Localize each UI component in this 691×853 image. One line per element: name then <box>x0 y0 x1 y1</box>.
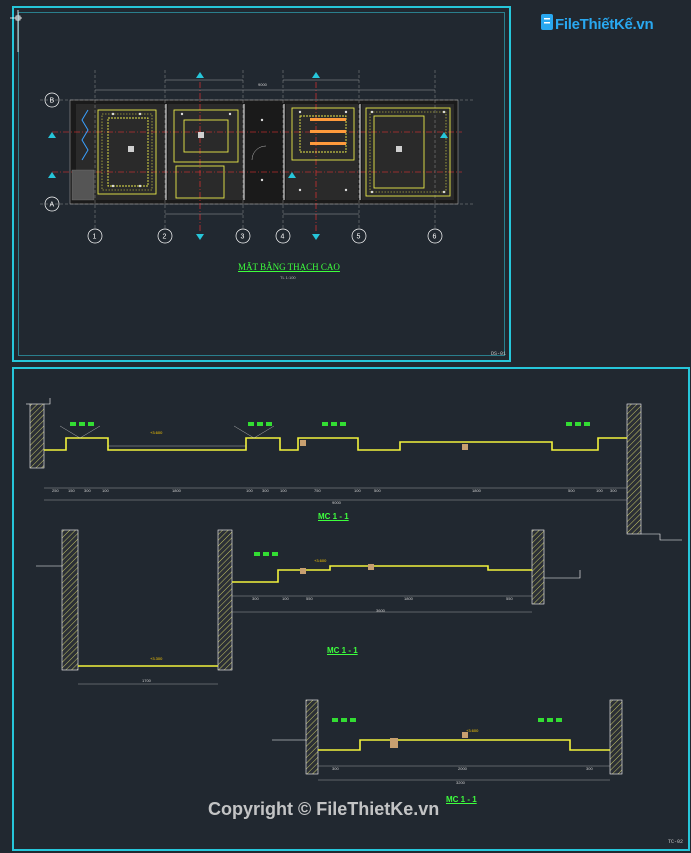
logo-icon <box>541 14 553 30</box>
section-3: +3.600 <box>272 699 623 781</box>
grid-label-b: B <box>50 98 55 105</box>
section-2: +3.300 +3.600 <box>36 529 581 685</box>
grid-label-5: 5 <box>357 234 361 241</box>
plan-scale: TL 1:100 <box>280 275 296 280</box>
dim: 100 <box>246 488 253 493</box>
grid-label-4: 4 <box>281 234 285 241</box>
dim: 1800 <box>172 488 182 493</box>
sheet-code: DS-01 <box>490 351 506 357</box>
dim: 550 <box>306 596 313 601</box>
dim: 300 <box>84 488 91 493</box>
section-2-dims: 1700 300 100 550 1800 550 3600 <box>142 596 513 683</box>
dim-total: 3200 <box>456 780 466 785</box>
dim: 500 <box>568 488 575 493</box>
grid-bubbles: 1 2 3 4 5 6 B A <box>44 72 448 244</box>
sheet-code: TC-02 <box>667 839 683 845</box>
section-title-3: MC 1 - 1 <box>446 795 477 804</box>
section-1-dims: 250 150 300 100 1800 100 300 100 750 100… <box>52 488 617 505</box>
section-title-1: MC 1 - 1 <box>318 512 349 521</box>
dim: 300 <box>252 596 259 601</box>
section-sheet: TC-02 <box>12 367 690 851</box>
dim: 100 <box>596 488 603 493</box>
grid-label-a: A <box>50 202 55 209</box>
dim-total: 3600 <box>376 608 386 613</box>
ucs-crosshair <box>10 10 22 52</box>
level-tag-right: +3.600 <box>314 558 327 563</box>
dim: 500 <box>374 488 381 493</box>
dim: 100 <box>102 488 109 493</box>
dim: 1800 <box>404 596 414 601</box>
copyright-watermark: Copyright © FileThietKe.vn <box>208 799 440 819</box>
section-title-2: MC 1 - 1 <box>327 646 358 655</box>
level-tag: +3.600 <box>466 728 479 733</box>
grid-label-6: 6 <box>433 234 437 241</box>
dim: 250 <box>52 488 59 493</box>
dim: 300 <box>610 488 617 493</box>
grid-label-1: 1 <box>93 234 97 241</box>
dim: 150 <box>68 488 75 493</box>
dim: 550 <box>506 596 513 601</box>
dim: 300 <box>332 766 339 771</box>
level-tag-left: +3.300 <box>150 656 163 661</box>
site-logo[interactable]: FileThiếtKế.vn <box>555 16 654 33</box>
plan-title: MẶT BẰNG THẠCH CAO <box>238 262 340 272</box>
dim-total: 9000 <box>332 500 342 505</box>
grid-label-2: 2 <box>163 234 167 241</box>
grid-label-3: 3 <box>241 234 245 241</box>
dim: 300 <box>262 488 269 493</box>
dim: 750 <box>314 488 321 493</box>
floor-plan <box>40 70 475 232</box>
section-1: +3.600 <box>26 398 682 541</box>
dim: 100 <box>280 488 287 493</box>
dim: 1800 <box>472 488 482 493</box>
dim: 2000 <box>458 766 468 771</box>
section-3-dims: 300 2000 300 3200 <box>332 766 593 785</box>
dim: 100 <box>354 488 361 493</box>
dim: 1700 <box>142 678 152 683</box>
dim: 300 <box>586 766 593 771</box>
plan-overall-dim: 9000 <box>258 82 268 87</box>
level-tag: +3.600 <box>150 430 163 435</box>
dim: 100 <box>282 596 289 601</box>
